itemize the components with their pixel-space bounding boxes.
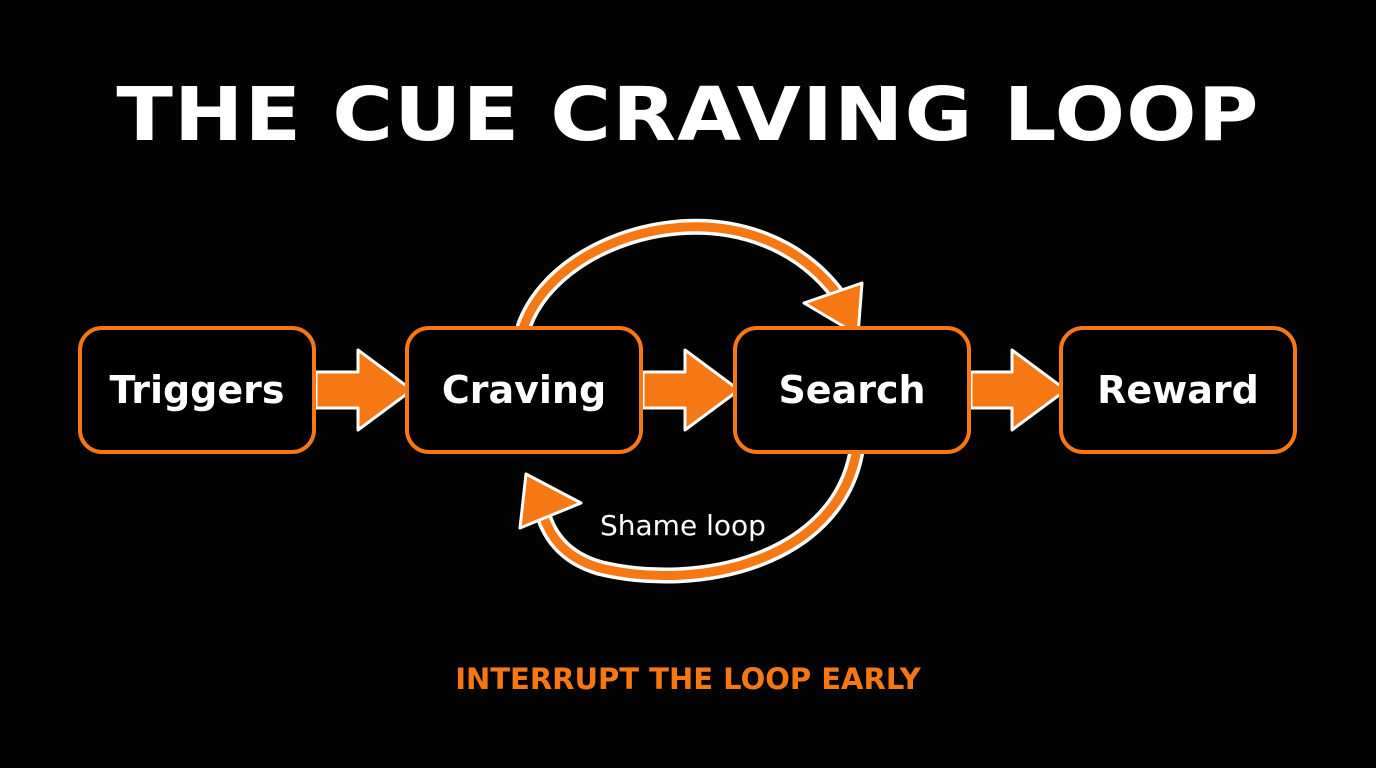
- node-reward: Reward: [1059, 326, 1297, 454]
- node-reward-label: Reward: [1097, 368, 1259, 412]
- arrow-craving-to-search: [641, 348, 741, 432]
- diagram-title: THE CUE CRAVING LOOP: [116, 72, 1260, 158]
- arrow-search-to-reward: [969, 348, 1068, 432]
- node-craving-label: Craving: [441, 368, 607, 412]
- shame-loop-label: Shame loop: [600, 509, 766, 542]
- shame-loop-arrow: [518, 446, 864, 584]
- node-triggers-label: Triggers: [109, 368, 285, 412]
- node-search: Search: [733, 326, 971, 454]
- node-search-label: Search: [778, 368, 926, 412]
- node-triggers: Triggers: [78, 326, 316, 454]
- top-loop-arrow: [516, 218, 864, 337]
- arrow-triggers-to-craving: [314, 348, 414, 432]
- callout-text: INTERRUPT THE LOOP EARLY: [455, 662, 921, 696]
- node-craving: Craving: [405, 326, 643, 454]
